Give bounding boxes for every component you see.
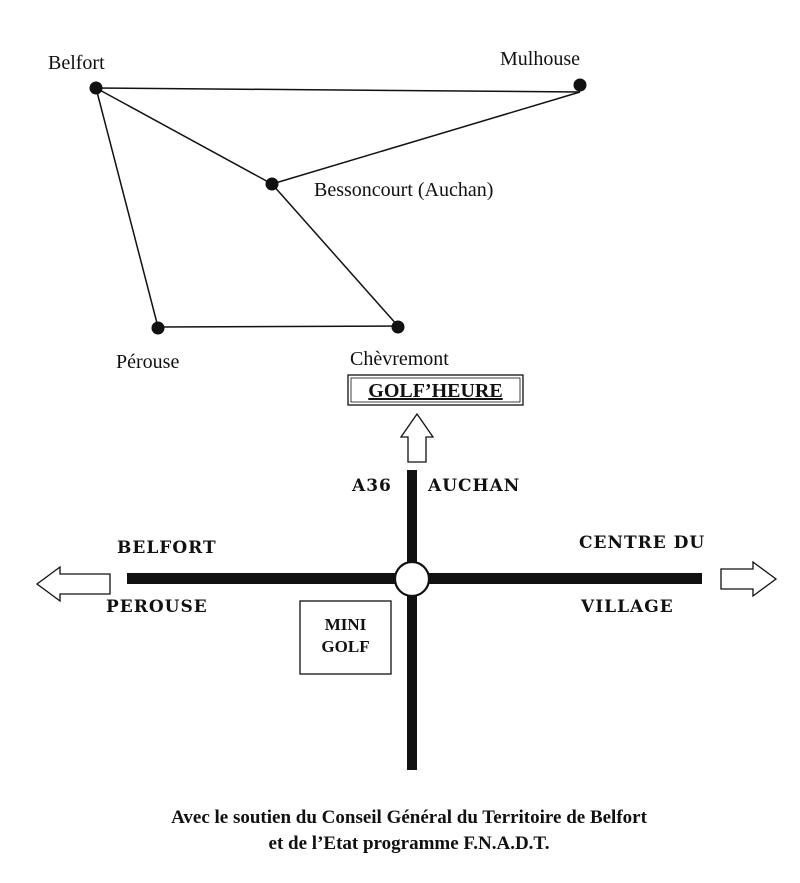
golf-label-box: GOLF’HEURE xyxy=(347,374,524,406)
network-nodes xyxy=(89,78,587,335)
minigolf-box xyxy=(299,600,392,675)
label-belfort: Belfort xyxy=(48,52,105,74)
arrow-north xyxy=(399,412,435,463)
road-map: MINI GOLF A36 AUCHAN BELFORT PEROUSE CEN… xyxy=(35,412,778,770)
label-belfort-road: BELFORT xyxy=(117,538,217,558)
minigolf-line1: MINI xyxy=(325,615,367,634)
label-bessoncourt: Bessoncourt (Auchan) xyxy=(314,179,493,201)
footer-line2: et de l’Etat programme F.N.A.D.T. xyxy=(269,833,550,854)
route-mulhouse-bessoncourt xyxy=(271,91,581,185)
minigolf-line2: GOLF xyxy=(321,637,369,656)
arrow-east xyxy=(720,560,778,598)
label-perouse-road: PEROUSE xyxy=(106,597,208,617)
node-bessoncourt xyxy=(265,177,279,191)
route-bessoncourt-chevremont xyxy=(271,183,399,327)
route-belfort-perouse xyxy=(95,87,159,328)
route-belfort-bessoncourt xyxy=(95,87,273,185)
node-belfort xyxy=(89,81,103,95)
node-perouse xyxy=(151,321,165,335)
label-mulhouse: Mulhouse xyxy=(500,48,580,70)
route-perouse-chevremont xyxy=(157,325,399,328)
label-auchan: AUCHAN xyxy=(427,476,520,496)
label-centre-du: CENTRE DU xyxy=(579,533,705,553)
label-perouse: Pérouse xyxy=(116,351,179,373)
label-village: VILLAGE xyxy=(580,597,674,617)
node-chevremont xyxy=(391,320,405,334)
network-map xyxy=(95,87,581,328)
road-vertical xyxy=(407,470,417,770)
route-belfort-mulhouse xyxy=(95,87,581,93)
roundabout xyxy=(393,560,431,598)
footer-line1: Avec le soutien du Conseil Général du Te… xyxy=(171,807,648,828)
label-a36: A36 xyxy=(351,476,392,496)
arrow-west xyxy=(35,565,111,603)
golf-label: GOLF’HEURE xyxy=(368,380,502,402)
label-chevremont: Chèvremont xyxy=(350,348,449,370)
node-mulhouse xyxy=(573,78,587,92)
